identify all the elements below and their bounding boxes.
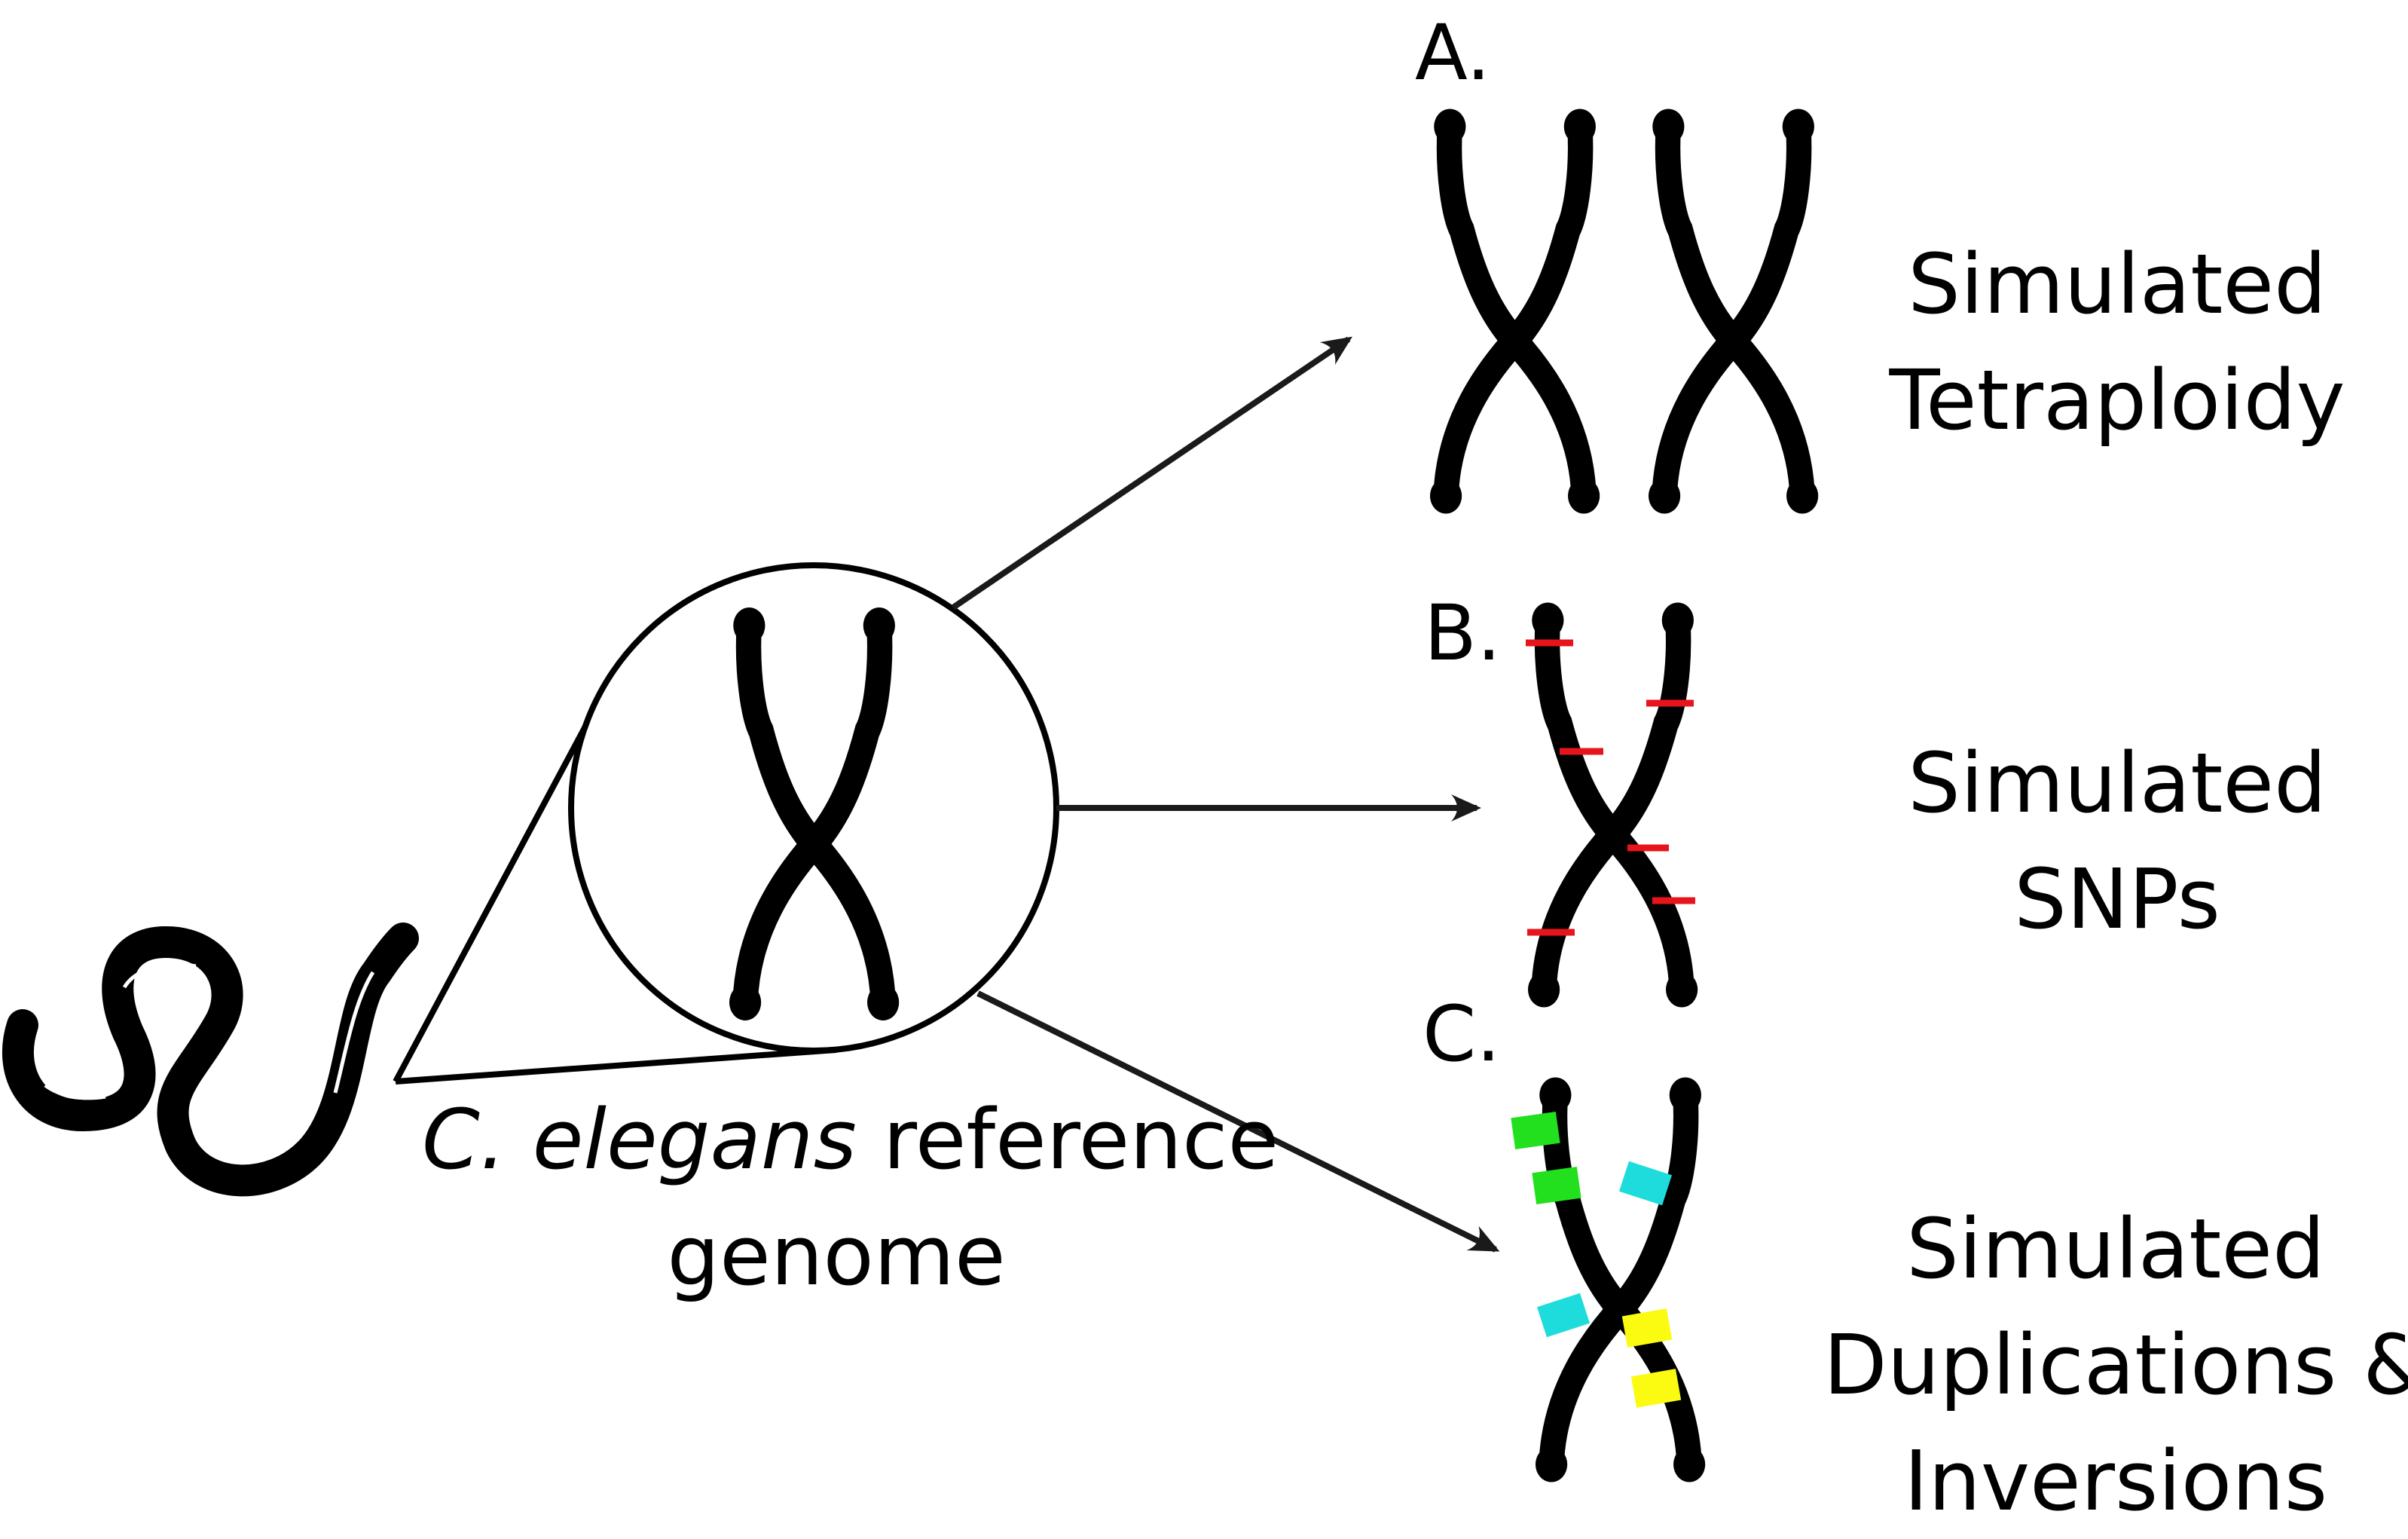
tetraploidy-chromosomes [1430, 109, 1818, 513]
tetraploidy-chromosome-1 [1430, 109, 1600, 513]
structural-variant-block [1630, 1369, 1682, 1408]
snp-chromosome [1526, 602, 1698, 1007]
snps-caption: Simulated SNPs [1838, 725, 2396, 957]
duplications-caption-line-2: Duplications & [1823, 1317, 2408, 1413]
structural-variant-block [1511, 1112, 1560, 1149]
panel-b-letter: B. [1424, 589, 1502, 678]
reference-genome-caption: C. elegans reference genome [422, 1082, 1279, 1314]
snps-caption-line-2: SNPs [2014, 851, 2220, 947]
tetraploidy-chromosome-2 [1649, 109, 1818, 513]
panel-c-letter: C. [1422, 990, 1501, 1079]
duplications-caption-line-1: Simulated [1906, 1201, 2325, 1297]
structural-variant-block [1618, 1161, 1673, 1206]
tetraploidy-caption: Simulated Tetraploidy [1838, 226, 2396, 458]
duplications-caption: Simulated Duplications & Inversions [1823, 1191, 2408, 1539]
arrow-to-duplications [976, 990, 1500, 1253]
zoom-line-lower [395, 1047, 837, 1085]
reference-caption-rest: reference [856, 1091, 1279, 1188]
zoom-line-upper [393, 699, 602, 1083]
reference-caption-line-1: C. elegans reference [422, 1091, 1279, 1188]
structural-variant-block [1621, 1308, 1673, 1348]
duplications-caption-line-3: Inversions [1903, 1433, 2328, 1529]
panel-a-letter: A. [1415, 8, 1491, 98]
structural-variant-block [1532, 1167, 1581, 1204]
duplication-inversion-chromosome [1511, 1077, 1705, 1482]
reference-caption-line-2: genome [667, 1207, 1006, 1304]
reference-chromosome-circle [568, 562, 1059, 1054]
arrow-to-tetraploidy [951, 336, 1352, 610]
tetraploidy-caption-line-2: Tetraploidy [1889, 352, 2345, 448]
snps-caption-line-1: Simulated [1908, 735, 2327, 831]
species-name: C. elegans [422, 1091, 857, 1188]
structural-variant-block [1536, 1293, 1591, 1338]
nematode-worm-icon [2, 922, 419, 1197]
tetraploidy-caption-line-1: Simulated [1908, 236, 2327, 332]
